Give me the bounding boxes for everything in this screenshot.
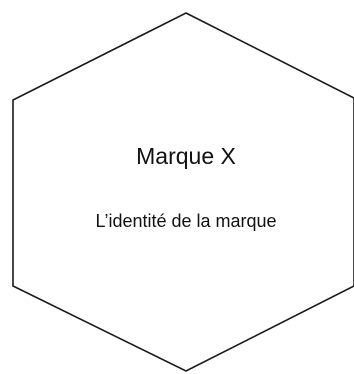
hexagon-title: Marque X [136,143,236,169]
brand-hexagon [12,12,354,372]
hexagon-subtitle: L’identité de la marque [95,211,276,231]
